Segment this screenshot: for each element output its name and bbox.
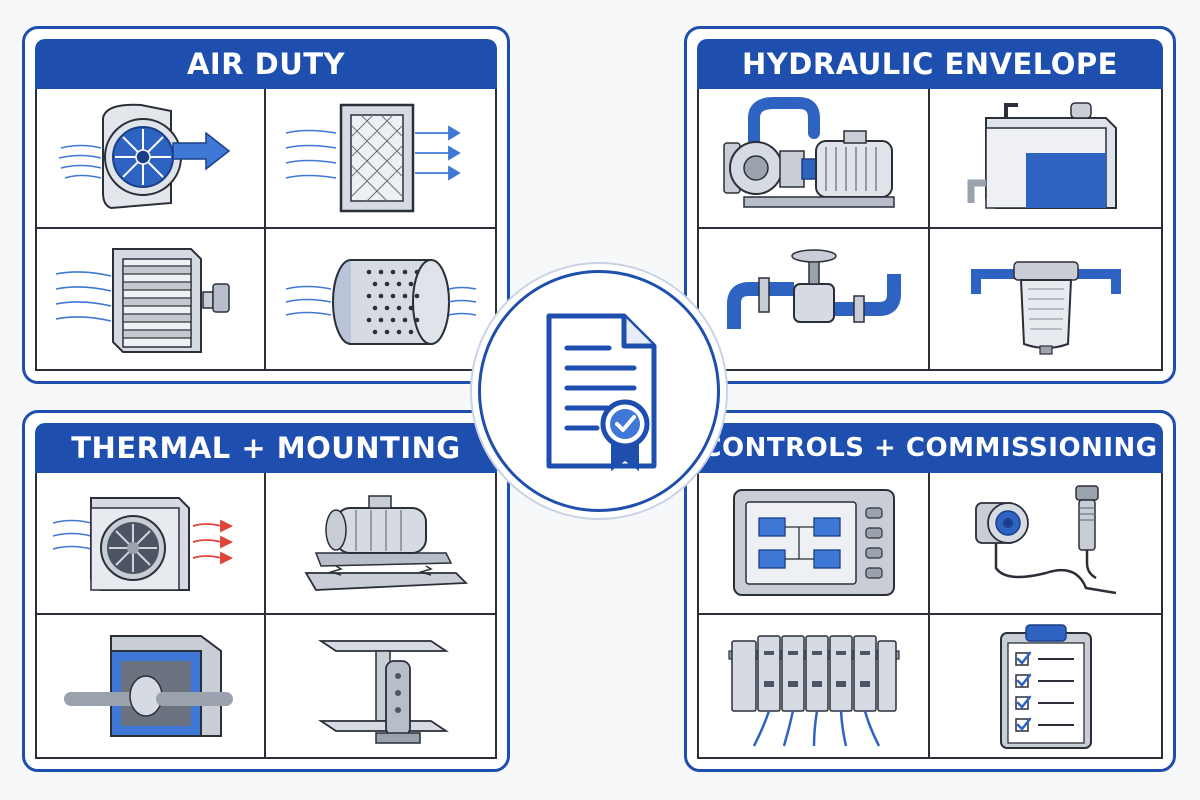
thermal-mounting-grid (35, 473, 497, 759)
air-duty-grid (35, 89, 497, 371)
center-certificate-badge (478, 270, 720, 512)
hydraulic-envelope-grid (697, 89, 1163, 371)
panel-controls-commissioning: CONTROLS + COMMISSIONING (684, 410, 1176, 772)
panel-title-hydraulic-envelope: HYDRAULIC ENVELOPE (697, 39, 1163, 89)
sensor-probe-icon (974, 485, 1116, 595)
cell-pipe-valve (699, 229, 930, 369)
cell-centrifugal-pump (699, 89, 930, 229)
cell-checklist-clipboard (930, 615, 1161, 757)
steel-beam-bracket-icon (317, 640, 449, 744)
panel-title-air-duty: AIR DUTY (35, 39, 497, 89)
air-filter-icon (285, 103, 461, 213)
checklist-clipboard-icon (999, 624, 1092, 749)
panel-title-controls-commissioning: CONTROLS + COMMISSIONING (697, 423, 1163, 473)
cell-perforated-silencer (266, 229, 495, 369)
cell-insulated-duct (37, 615, 266, 757)
strainer-filter-icon (970, 261, 1121, 355)
cell-louvered-damper (37, 229, 266, 369)
cell-sensor-probe (930, 473, 1161, 615)
centrifugal-pump-icon (722, 97, 895, 208)
panel-air-duty: AIR DUTY (22, 26, 510, 384)
insulated-duct-icon (63, 635, 233, 737)
louvered-damper-icon (55, 248, 230, 353)
din-rail-modules-icon (727, 635, 900, 747)
pipe-valve-icon (726, 249, 901, 329)
centrifugal-fan-icon (58, 103, 230, 210)
hmi-panel-icon (732, 489, 895, 596)
cell-steel-beam-bracket (266, 615, 495, 757)
cell-air-filter (266, 89, 495, 229)
cell-centrifugal-fan (37, 89, 266, 229)
cell-vibration-isolated-motor (266, 473, 495, 615)
cell-din-rail-modules (699, 615, 930, 757)
condenser-unit-icon (52, 497, 233, 591)
controls-commissioning-grid (697, 473, 1163, 759)
perforated-silencer-icon (285, 259, 476, 345)
panel-hydraulic-envelope: HYDRAULIC ENVELOPE (684, 26, 1176, 384)
panel-thermal-mounting: THERMAL + MOUNTING (22, 410, 510, 772)
fluid-tank-icon (967, 102, 1117, 209)
certified-document-icon (546, 313, 657, 471)
vibration-isolated-motor-icon (303, 495, 468, 591)
cell-condenser-unit (37, 473, 266, 615)
cell-fluid-tank (930, 89, 1161, 229)
cell-strainer-filter (930, 229, 1161, 369)
cell-hmi-panel (699, 473, 930, 615)
panel-title-thermal-mounting: THERMAL + MOUNTING (35, 423, 497, 473)
